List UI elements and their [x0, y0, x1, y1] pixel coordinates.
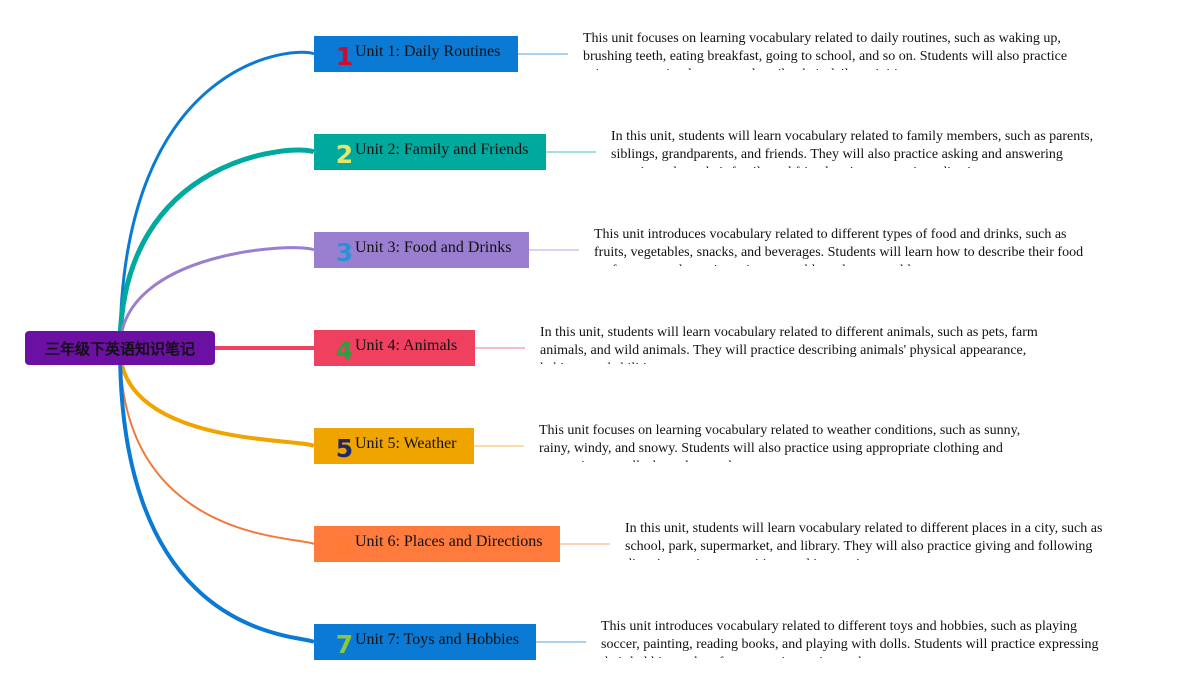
unit-label-5: Unit 5: Weather — [355, 435, 457, 452]
unit-number-3: 3 — [335, 237, 354, 267]
unit-number-5: 5 — [335, 433, 354, 463]
connector-unit-6 — [119, 347, 315, 545]
unit-label-1: Unit 1: Daily Routines — [355, 43, 501, 60]
unit-description-7: This unit introduces vocabulary related … — [601, 619, 1099, 658]
unit-label-3: Unit 3: Food and Drinks — [355, 239, 512, 256]
unit-label-6: Unit 6: Places and Directions — [355, 533, 543, 550]
unit-number-6: 6 — [335, 531, 354, 561]
connector-unit-7 — [118, 347, 315, 644]
unit-label-7: Unit 7: Toys and Hobbies — [355, 631, 519, 648]
unit-number-7: 7 — [335, 629, 354, 659]
connector-unit-5 — [118, 347, 315, 448]
unit-number-2: 2 — [335, 139, 354, 169]
unit-description-2: In this unit, students will learn vocabu… — [611, 129, 1094, 168]
unit-description-4: In this unit, students will learn vocabu… — [540, 325, 1038, 364]
unit-description-3: This unit introduces vocabulary related … — [594, 227, 1084, 266]
connector-unit-2 — [117, 147, 316, 349]
unit-number-1: 1 — [335, 41, 354, 71]
unit-description-5: This unit focuses on learning vocabulary… — [539, 423, 1021, 462]
root-node[interactable]: 三年级下英语知识笔记 — [25, 331, 215, 365]
unit-description-1: This unit focuses on learning vocabulary… — [583, 31, 1068, 70]
unit-number-4: 4 — [335, 335, 354, 365]
connector-unit-3 — [118, 246, 315, 349]
unit-label-4: Unit 4: Animals — [355, 337, 458, 354]
unit-description-6: In this unit, students will learn vocabu… — [625, 521, 1103, 560]
root-title: 三年级下英语知识笔记 — [44, 339, 195, 358]
connector-unit-1 — [118, 50, 315, 349]
unit-label-2: Unit 2: Family and Friends — [355, 141, 529, 158]
